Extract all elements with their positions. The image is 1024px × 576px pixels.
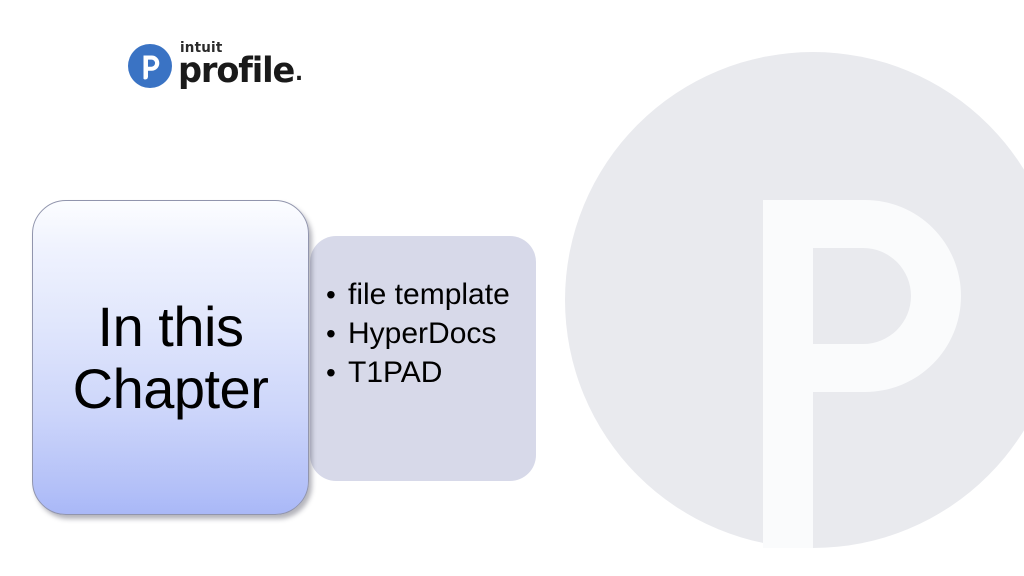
chapter-topics-list: file template HyperDocs T1PAD: [318, 276, 528, 393]
in-this-chapter-box: In this Chapter: [32, 200, 309, 515]
logo-profile-dot: .: [295, 61, 303, 86]
list-item: T1PAD: [318, 354, 528, 391]
list-item: file template: [318, 276, 528, 313]
intuit-profile-logo: intuit profile.: [128, 40, 303, 92]
bullet-panel: file template HyperDocs T1PAD: [310, 236, 536, 481]
page-title: In this Chapter: [72, 294, 269, 420]
profile-mark-icon: [128, 44, 172, 88]
logo-profile-label: profile: [178, 51, 295, 91]
watermark-circle: [565, 52, 1024, 548]
logo-intuit-text: intuit: [180, 40, 223, 56]
list-item: HyperDocs: [318, 315, 528, 352]
logo-profile-text: profile.: [178, 51, 303, 96]
logo-wordmark: intuit profile.: [178, 40, 303, 92]
watermark-p-icon: [763, 200, 961, 548]
